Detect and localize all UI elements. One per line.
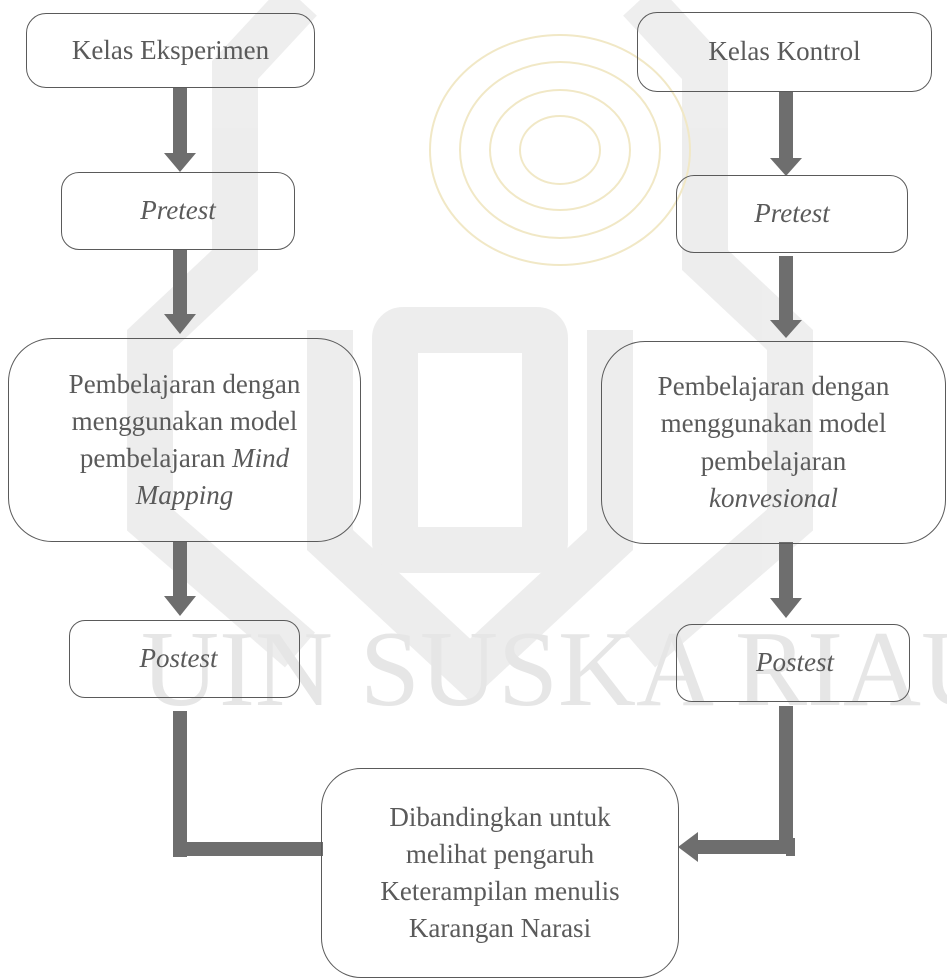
watermark-shape-right	[623, 0, 813, 668]
connector-right-across	[696, 840, 793, 854]
learning-left-line3-plain: pembelajaran	[79, 443, 233, 473]
arrow-right-3-head	[770, 598, 802, 618]
result-line4: Karangan Narasi	[408, 913, 592, 944]
learning-left-line3-italic: Mind	[232, 443, 290, 473]
box-pretest-left: Pretest	[61, 172, 295, 250]
connector-left-down	[173, 711, 187, 857]
box-kelas-kontrol-label: Kelas Kontrol	[708, 36, 861, 67]
watermark-shape-inner	[372, 307, 568, 573]
result-line3: Keterampilan menulis	[380, 876, 620, 906]
learning-left-line4: Mapping	[135, 480, 234, 511]
box-posttest-left-label: Postest	[139, 643, 218, 674]
box-kelas-kontrol: Kelas Kontrol	[637, 12, 932, 92]
result-line2: melihat pengaruh	[405, 838, 595, 869]
arrow-left-2-shaft	[173, 250, 187, 316]
learning-right-line4: konvesional	[709, 482, 838, 513]
box-pretest-right: Pretest	[676, 175, 908, 253]
arrow-right-1-shaft	[779, 92, 793, 160]
learning-left-line3: pembelajaran Mind	[69, 440, 301, 477]
learning-left-line1: Pembelajaran dengan	[68, 368, 301, 399]
box-kelas-eksperimen: Kelas Eksperimen	[26, 13, 315, 88]
arrow-left-2-head	[164, 314, 196, 334]
arrow-left-3-shaft	[173, 542, 187, 598]
arrow-right-3-shaft	[779, 542, 793, 600]
connector-right-head	[678, 832, 698, 862]
watermark-shape-center	[307, 330, 633, 702]
learning-right-line2: menggunakan model	[660, 408, 887, 439]
arrow-left-3-head	[164, 596, 196, 616]
result-line1: Dibandingkan untuk	[389, 801, 611, 832]
learning-right-line1: Pembelajaran dengan	[657, 371, 890, 401]
box-learning-left: Pembelajaran dengan menggunakan model pe…	[8, 338, 361, 542]
arrow-left-1-head	[164, 153, 196, 172]
arrow-left-1-shaft	[173, 87, 187, 155]
connector-right-tick	[786, 838, 795, 856]
arrow-right-2-shaft	[779, 256, 793, 322]
arrow-right-1-head	[770, 158, 802, 176]
box-posttest-right: Postest	[676, 624, 910, 702]
connector-right-down	[779, 706, 793, 854]
learning-left-line2: menggunakan model	[71, 405, 298, 436]
arrow-right-2-head	[770, 320, 802, 338]
box-result: Dibandingkan untuk melihat pengaruh Kete…	[321, 768, 679, 978]
watermark-logo	[429, 34, 691, 266]
box-posttest-left: Postest	[69, 620, 300, 698]
box-learning-right: Pembelajaran dengan menggunakan model pe…	[601, 341, 946, 544]
learning-right-line3: pembelajaran	[700, 445, 847, 476]
box-posttest-right-label: Postest	[756, 647, 834, 678]
box-kelas-eksperimen-label: Kelas Eksperimen	[71, 34, 270, 65]
watermark-text: UIN SUSKA RIAU	[141, 610, 947, 729]
connector-left-across	[173, 842, 323, 856]
box-pretest-right-label: Pretest	[754, 198, 830, 229]
box-pretest-left-label: Pretest	[140, 195, 216, 226]
